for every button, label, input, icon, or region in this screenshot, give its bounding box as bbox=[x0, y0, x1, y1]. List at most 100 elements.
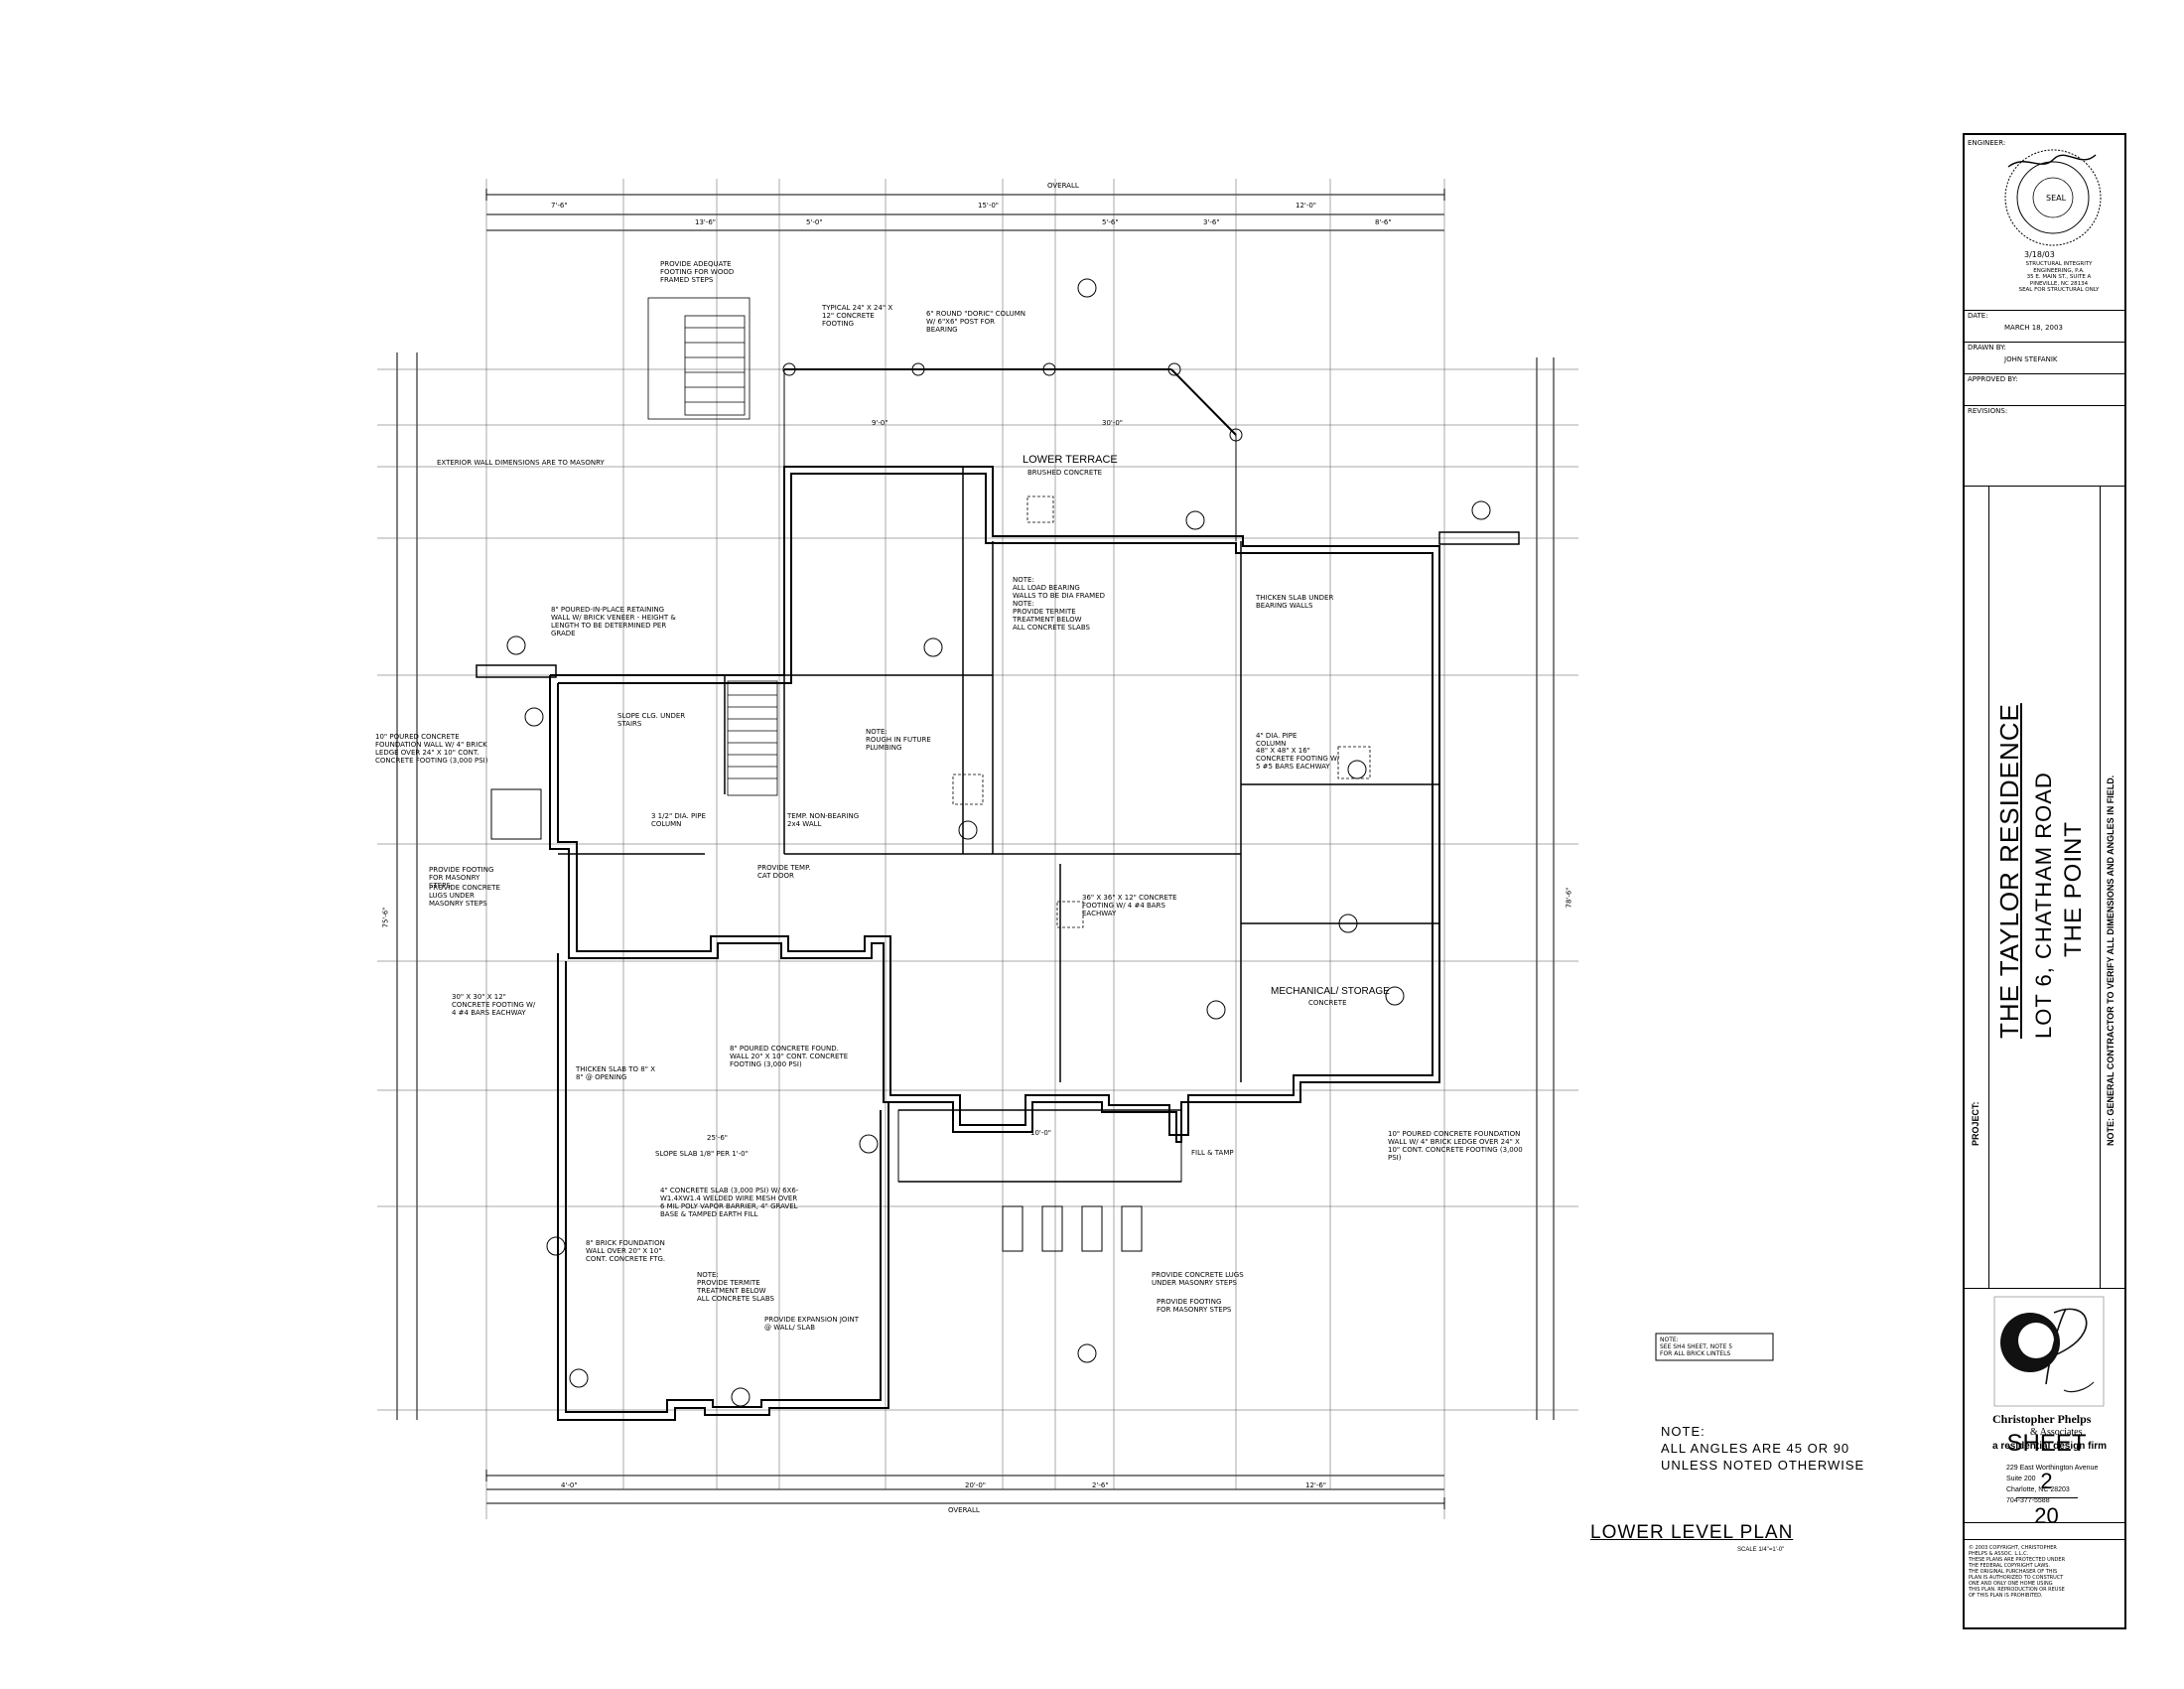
callout-doric-column: 6" ROUND "DORIC" COLUMN W/ 6"X6" POST FO… bbox=[926, 310, 1025, 334]
note-load-bearing: NOTE:ALL LOAD BEARING WALLS TO BE DIA FR… bbox=[1013, 576, 1105, 632]
overall-label-top: OVERALL bbox=[1047, 182, 1079, 190]
drawn-by-label: DRAWN BY: bbox=[1968, 344, 2006, 352]
column-footings bbox=[952, 495, 1371, 928]
callout-thicken-slab: THICKEN SLAB TO 8" X 8" @ OPENING bbox=[576, 1065, 655, 1081]
callout-footing-steps-bottom: PROVIDE FOOTING FOR MASONRY STEPS bbox=[1157, 1298, 1232, 1314]
masonry-step-lugs bbox=[1002, 1205, 1143, 1252]
callout-pipe-column-4: 4" DIA. PIPE COLUMN bbox=[1256, 732, 1297, 748]
seal-text: SEAL bbox=[2046, 194, 2067, 203]
callout-fill-tamp: FILL & TAMP bbox=[1191, 1149, 1234, 1157]
divider bbox=[1965, 1539, 2124, 1540]
sheet-total: 20 bbox=[2034, 1503, 2059, 1528]
dim-label: 7'-6" bbox=[551, 202, 568, 210]
revisions-label: REVISIONS: bbox=[1968, 407, 2008, 415]
lower-slab-wall bbox=[557, 953, 889, 1421]
retaining-wall-left bbox=[476, 664, 557, 678]
engineer-seal: SEAL bbox=[2004, 149, 2102, 246]
divider bbox=[1988, 486, 1989, 1288]
callout-footing-steps-left: PROVIDE FOOTING FOR MASONRY STEPS bbox=[429, 866, 494, 890]
callout-cat-door: PROVIDE TEMP. CAT DOOR bbox=[757, 864, 811, 880]
foundation-wall-outline bbox=[549, 466, 1440, 1143]
callout-thicken-slab-bearing: THICKEN SLAB UNDER BEARING WALLS bbox=[1256, 594, 1334, 610]
divider bbox=[2100, 486, 2101, 1288]
drawn-by-value: JOHN STEFANIK bbox=[2004, 355, 2058, 363]
divider bbox=[1965, 373, 2124, 374]
callout-slope-clg: SLOPE CLG. UNDER STAIRS bbox=[617, 712, 686, 728]
callout-exterior-dims: EXTERIOR WALL DIMENSIONS ARE TO MASONRY bbox=[437, 459, 605, 467]
project-label: PROJECT: bbox=[1971, 1101, 1980, 1146]
dim-label: 3'-6" bbox=[1203, 218, 1220, 226]
approved-label: APPROVED BY: bbox=[1968, 375, 2018, 383]
room-lower-terrace-sub: BRUSHED CONCRETE bbox=[1027, 469, 1103, 477]
callout-pipe-column-35: 3 1/2" DIA. PIPE COLUMN bbox=[651, 812, 706, 828]
firm-name: Christopher Phelps bbox=[1992, 1412, 2092, 1426]
dim-label: 2'-6" bbox=[1092, 1481, 1109, 1489]
boxed-note-frame bbox=[1655, 1333, 1774, 1361]
divider bbox=[1965, 405, 2124, 406]
divider bbox=[1965, 310, 2124, 311]
fill-and-tamp-left bbox=[490, 788, 542, 840]
firm-logo bbox=[1993, 1296, 2105, 1407]
callout-typical-footing: TYPICAL 24" X 24" X 12" CONCRETE FOOTING bbox=[822, 304, 893, 328]
divider bbox=[1965, 486, 2124, 487]
terrace-columns bbox=[782, 362, 1243, 442]
callout-brick-foundation: 8" BRICK FOUNDATION WALL OVER 20" X 10" … bbox=[586, 1239, 666, 1263]
divider bbox=[1965, 1288, 2124, 1289]
dim-label: 9'-0" bbox=[872, 419, 888, 427]
dim-label: 5'-6" bbox=[1102, 218, 1119, 226]
fill-and-tamp-bottom bbox=[897, 1109, 1182, 1183]
callout-foundation-wall-left: 10" POURED CONCRETE FOUNDATION WALL W/ 4… bbox=[375, 733, 488, 765]
dim-label: 30'-0" bbox=[1102, 419, 1124, 427]
signature-mark bbox=[2007, 154, 2097, 168]
room-mechanical-storage: MECHANICAL/ STORAGE bbox=[1271, 986, 1390, 997]
callout-poured-found-wall: 8" POURED CONCRETE FOUND. WALL 20" X 10"… bbox=[730, 1045, 849, 1068]
retaining-wall-right bbox=[1438, 531, 1520, 545]
dim-label: 10'-0" bbox=[1030, 1129, 1052, 1137]
dim-label: 15'-0" bbox=[978, 202, 1000, 210]
firm-tagline: a residential design firm bbox=[1992, 1441, 2108, 1452]
room-mechanical-sub: CONCRETE bbox=[1308, 999, 1347, 1007]
dim-label: 78'-6" bbox=[1565, 887, 1573, 909]
terrace-angled-beam bbox=[1170, 368, 1237, 436]
dim-label: 8'-6" bbox=[1375, 218, 1392, 226]
dim-label: 12'-6" bbox=[1305, 1481, 1327, 1489]
sheet-number: 2 bbox=[2040, 1469, 2053, 1493]
callout-concrete-lugs-left: PROVIDE CONCRETE LUGS UNDER MASONRY STEP… bbox=[429, 884, 500, 908]
engineer-label: ENGINEER: bbox=[1968, 139, 2006, 147]
dim-label: 12'-0" bbox=[1296, 202, 1317, 210]
sheet-fraction-line bbox=[2016, 1497, 2078, 1498]
callout-wood-steps: PROVIDE ADEQUATE FOOTING FOR WOOD FRAMED… bbox=[660, 260, 735, 284]
callout-temp-wall: TEMP. NON-BEARING 2x4 WALL bbox=[787, 812, 860, 828]
dim-label: 20'-0" bbox=[965, 1481, 987, 1489]
callout-concrete-slab: 4" CONCRETE SLAB (3,000 PSI) W/ 6X6-W1.4… bbox=[660, 1187, 799, 1218]
callout-footing-30: 30" X 30" X 12" CONCRETE FOOTING W/ 4 #4… bbox=[452, 993, 536, 1017]
sheet-label: SHEET bbox=[2006, 1430, 2087, 1457]
exterior-wood-steps bbox=[647, 297, 751, 420]
plan-title: LOWER LEVEL PLAN bbox=[1590, 1522, 1794, 1543]
callout-foundation-wall-right: 10" POURED CONCRETE FOUNDATION WALL W/ 4… bbox=[1388, 1130, 1523, 1162]
room-lower-terrace: LOWER TERRACE bbox=[1023, 454, 1118, 466]
project-name: THE POINT bbox=[2060, 820, 2087, 957]
firm-assoc: & Associates bbox=[2030, 1427, 2083, 1438]
callout-slope-slab: SLOPE SLAB 1/8" PER 1'-0" bbox=[655, 1150, 749, 1158]
plan-scale: SCALE 1/4"=1'-0" bbox=[1737, 1547, 1785, 1553]
overall-label-bottom: OVERALL bbox=[948, 1506, 980, 1514]
divider bbox=[1965, 342, 2124, 343]
callout-footing-36: 36" X 36" X 12" CONCRETE FOOTING W/ 4 #4… bbox=[1082, 894, 1177, 917]
dim-label: 5'-0" bbox=[806, 218, 823, 226]
dim-label: 25'-6" bbox=[707, 1134, 729, 1142]
date-value: MARCH 18, 2003 bbox=[2004, 324, 2063, 332]
seal-date: 3/18/03 bbox=[2024, 250, 2055, 259]
callout-concrete-lugs-bottom: PROVIDE CONCRETE LUGS UNDER MASONRY STEP… bbox=[1152, 1271, 1244, 1287]
title-block: ENGINEER: SEAL 3/18/03 STRUCTURAL INTEGR… bbox=[1963, 133, 2126, 1629]
dim-label: 13'-6" bbox=[695, 218, 717, 226]
dim-label: 4'-0" bbox=[561, 1481, 578, 1489]
